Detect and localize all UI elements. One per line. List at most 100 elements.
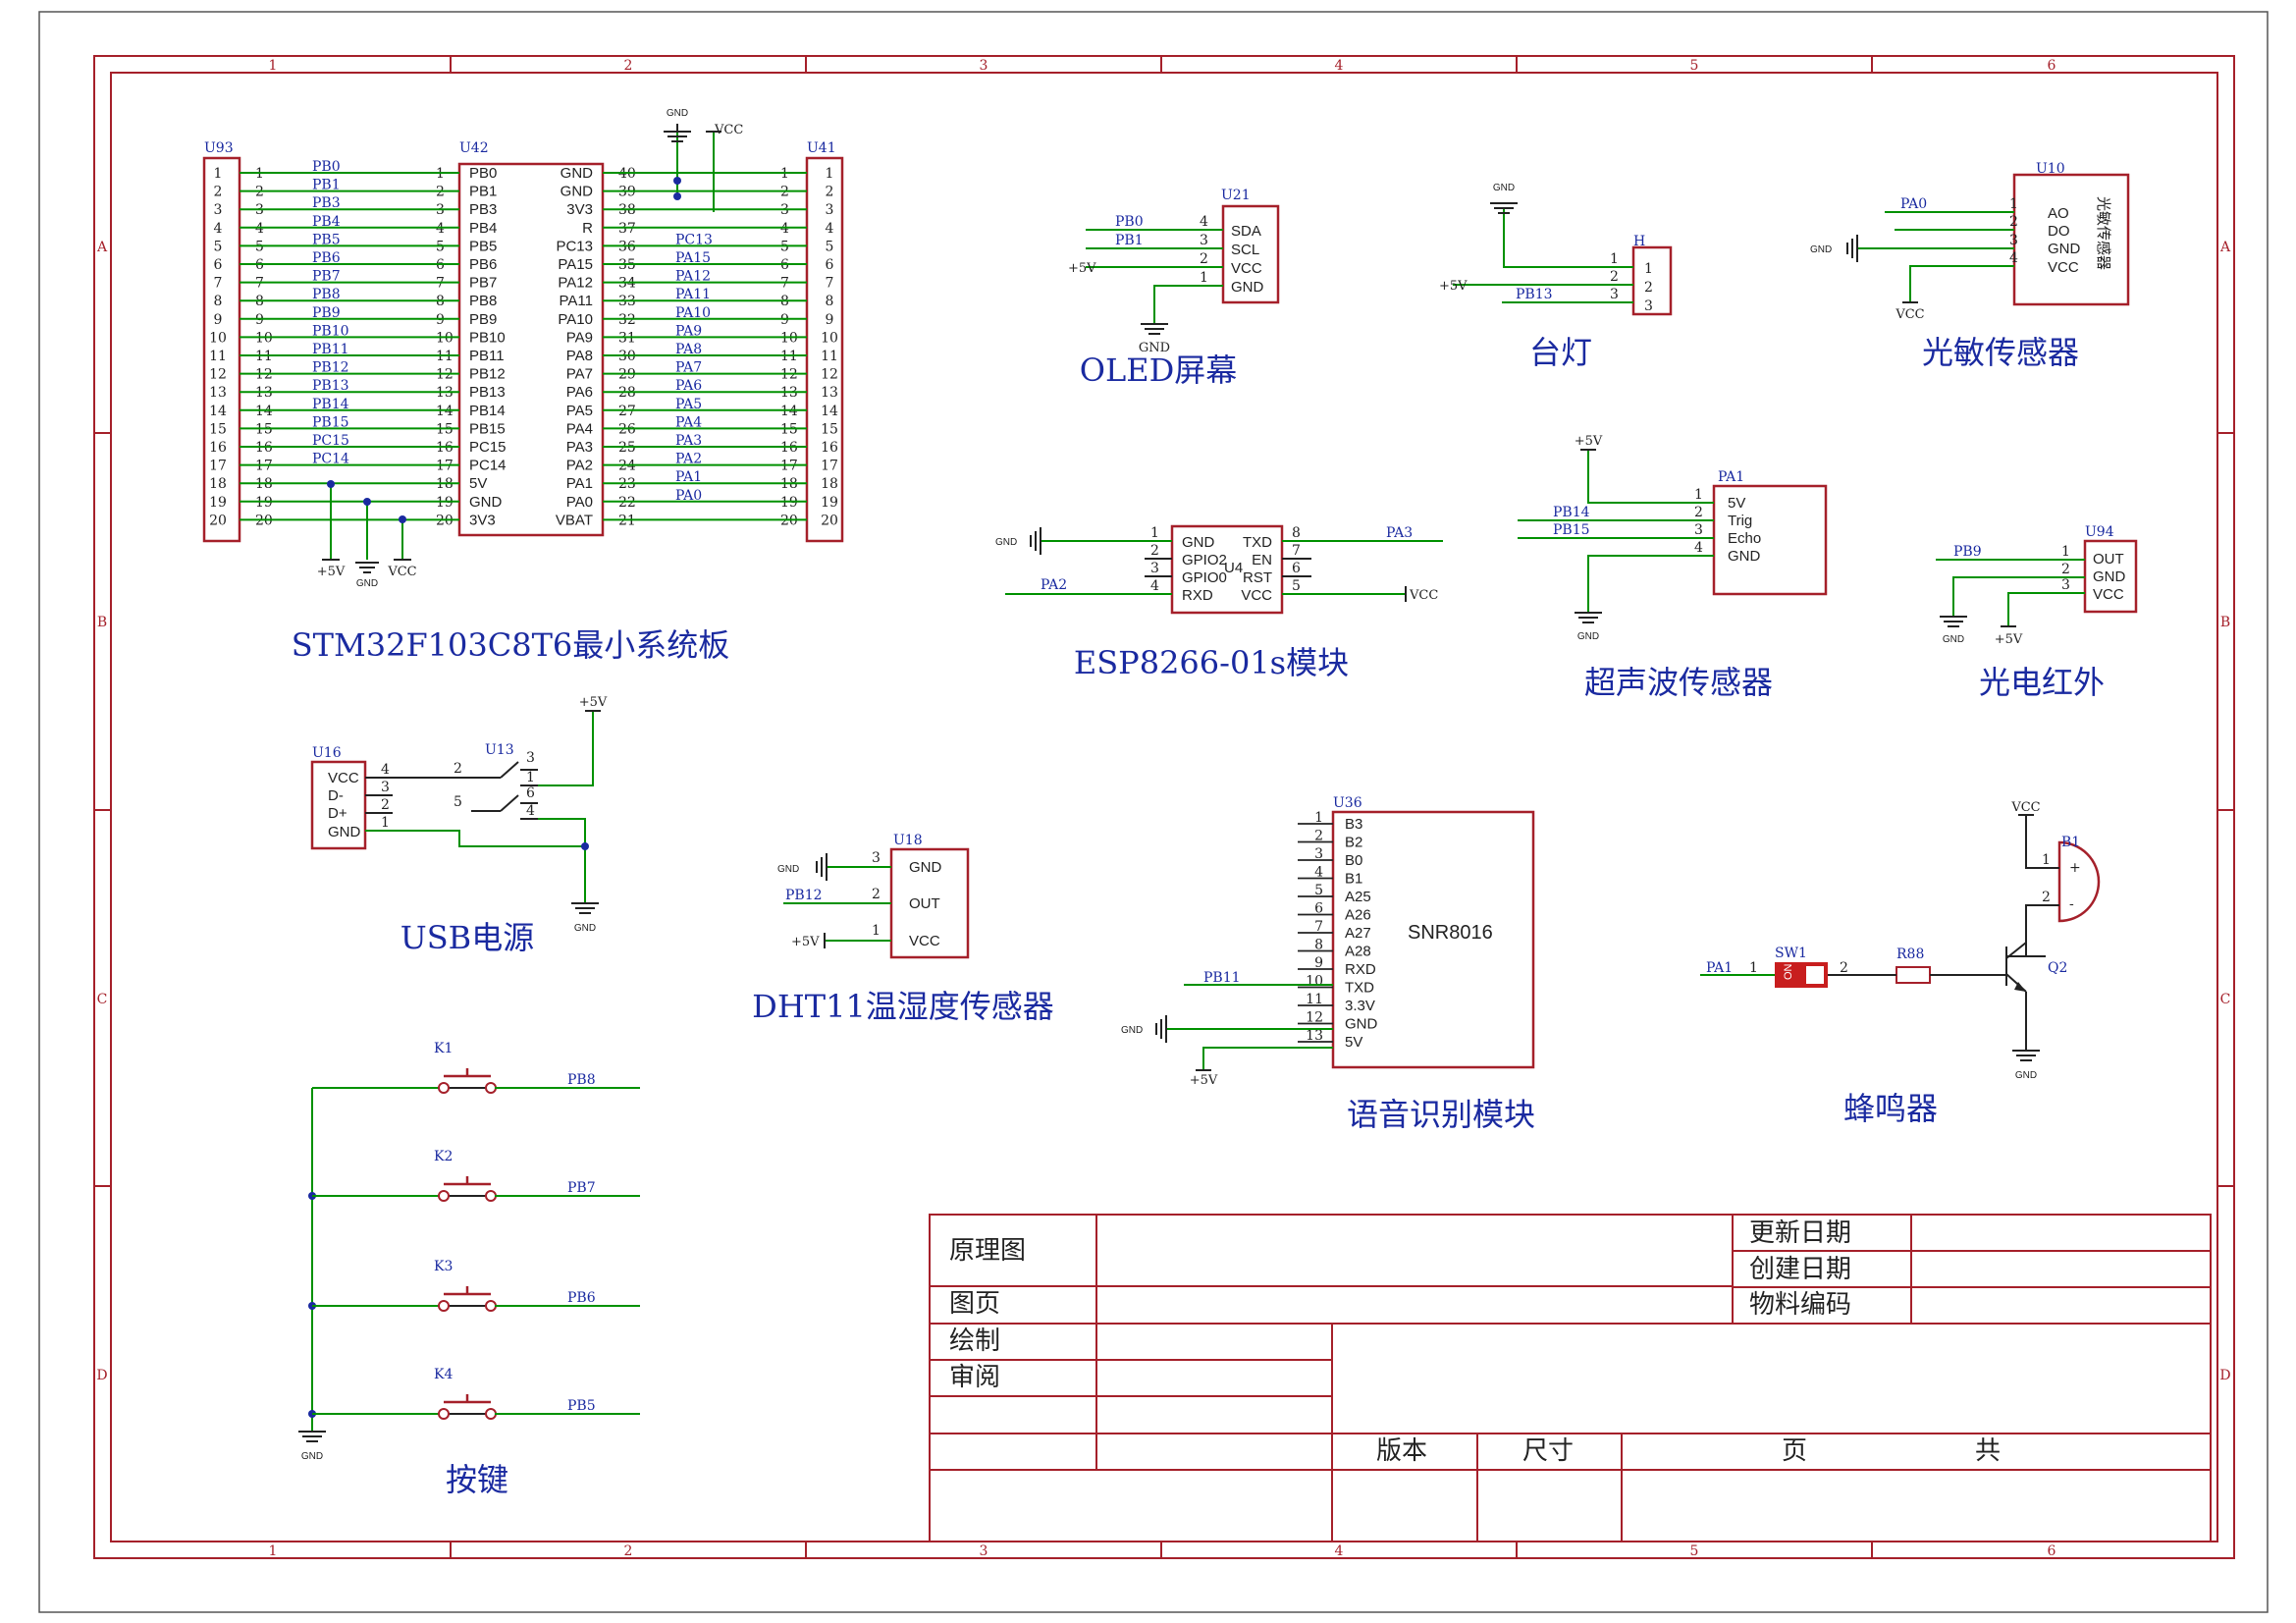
- dht-block: U18 GND OUT VCC 321 GND +5V PB12 DHT11温湿…: [752, 833, 1054, 1025]
- u16-connector[interactable]: [310, 760, 367, 850]
- esp-block: GND GPIO2 GPIO0 RXD TXD EN RST VCC U4 12…: [995, 524, 1443, 681]
- row-label: C: [2220, 992, 2231, 1007]
- net-label: PA2: [675, 452, 702, 467]
- u36-pin: 5V: [1345, 1034, 1362, 1051]
- u36-pin: TXD: [1345, 980, 1374, 997]
- u42-pin: PB7: [469, 275, 497, 292]
- svg-text:3: 3: [526, 750, 535, 766]
- key-ref: K4: [434, 1367, 453, 1382]
- svg-text:+: +: [2069, 860, 2081, 876]
- gnd-label: GND: [574, 923, 596, 934]
- net-label: PA1: [1706, 960, 1733, 976]
- sheet-border: [38, 11, 2269, 1613]
- u42-pin: PB3: [469, 201, 497, 218]
- u93-pin-num: 18: [209, 476, 227, 492]
- u41-header[interactable]: [805, 156, 844, 543]
- u41-pin-num: 3: [826, 202, 834, 218]
- svg-text:3: 3: [2009, 233, 2018, 248]
- col-label: 2: [624, 58, 633, 74]
- u10-pin: GND: [2048, 241, 2081, 257]
- u10-pin: VCC: [2048, 259, 2079, 276]
- row-label: A: [96, 240, 108, 255]
- svg-text:3: 3: [1644, 298, 1653, 314]
- tb-size: 尺寸: [1522, 1436, 1574, 1466]
- u42-pin: PA3: [566, 439, 593, 456]
- net-label: PB11: [1203, 970, 1241, 986]
- u16-pin: D-: [328, 787, 344, 804]
- u93-header[interactable]: [202, 156, 241, 543]
- u41-pin-num: 18: [821, 476, 838, 492]
- u42-pin: PA4: [566, 420, 593, 437]
- u41-pin-num: 5: [826, 239, 834, 254]
- stm32-title: STM32F103C8T6最小系统板: [292, 626, 730, 664]
- net-label: PB5: [567, 1398, 596, 1414]
- svg-text:4: 4: [1694, 540, 1703, 556]
- col-label: 6: [2048, 1543, 2056, 1559]
- u36-module[interactable]: [1331, 810, 1535, 1069]
- u21-num: 4: [1200, 214, 1208, 230]
- col-label: 6: [2048, 58, 2056, 74]
- frame-ticks: [94, 56, 2234, 1558]
- pa1-ref: PA1: [1718, 469, 1744, 485]
- key-ref: K1: [434, 1041, 453, 1056]
- u42-pin: PB0: [469, 165, 497, 182]
- b1-buzzer[interactable]: [2057, 840, 2101, 923]
- tb-drawn: 绘制: [949, 1326, 1000, 1356]
- h-connector[interactable]: [1631, 245, 1673, 316]
- u21-chip[interactable]: [1221, 204, 1280, 304]
- gnd-label: GND: [1943, 634, 1964, 645]
- u93-pin-num: 6: [214, 257, 223, 273]
- u10-pin: DO: [2048, 223, 2070, 240]
- u41-pin-num: 17: [821, 459, 838, 474]
- u41-pin-num: 10: [821, 330, 838, 346]
- u18-sensor[interactable]: [889, 847, 970, 959]
- u42-ref: U42: [459, 140, 489, 156]
- gnd-label: GND: [1577, 631, 1599, 642]
- net-label: PA0: [675, 488, 702, 504]
- u10-ref: U10: [2036, 161, 2065, 177]
- ultrasonic-pin: 5V: [1728, 495, 1745, 512]
- esp-module[interactable]: [1170, 524, 1284, 615]
- ultrasonic-title: 超声波传感器: [1584, 664, 1773, 701]
- esp-ref: U4: [1224, 560, 1243, 576]
- net-label: PB11: [312, 342, 349, 357]
- u36-pin: B3: [1345, 816, 1362, 833]
- ultrasonic-module[interactable]: [1712, 484, 1828, 596]
- u41-pin-num: 7: [826, 276, 834, 292]
- gnd-label: GND: [1810, 244, 1832, 255]
- net-label: PB1: [312, 178, 341, 193]
- svg-text:5: 5: [454, 794, 462, 810]
- vcc-label: VCC: [714, 123, 743, 137]
- col-label: 2: [624, 1543, 633, 1559]
- u94-module[interactable]: [2083, 539, 2138, 614]
- u36-pin: A25: [1345, 889, 1371, 905]
- u36-pin-num: 13: [1306, 1028, 1323, 1044]
- keys-title: 按键: [446, 1461, 508, 1498]
- u93-pin-num: 16: [209, 440, 227, 456]
- net-label: PB3: [312, 195, 341, 211]
- u42-pin: 5V: [469, 475, 487, 492]
- net-label: PB15: [312, 414, 349, 430]
- u41-ref: U41: [807, 140, 836, 156]
- ultrasonic-pin: Echo: [1728, 530, 1761, 547]
- u36-pin: A27: [1345, 925, 1371, 942]
- u41-pin-num: 9: [826, 312, 834, 328]
- u16-pin: VCC: [328, 770, 359, 786]
- u10-module[interactable]: [2012, 173, 2130, 306]
- net-label: PB15: [1553, 522, 1590, 538]
- u93-pin-num: 3: [214, 202, 223, 218]
- net-label: PB5: [312, 232, 341, 247]
- u42-chip[interactable]: [457, 162, 605, 537]
- u21-pin: VCC: [1231, 260, 1262, 277]
- svg-text:2: 2: [2009, 214, 2018, 230]
- u36-pin-num: 9: [1314, 955, 1323, 971]
- u18-pin: OUT: [909, 895, 940, 912]
- svg-text:1: 1: [526, 770, 535, 785]
- r88-resistor[interactable]: [1896, 966, 1931, 984]
- u93-pin-num: 19: [209, 495, 227, 511]
- row-label: A: [2219, 240, 2231, 255]
- u41-pin-num: 1: [826, 166, 834, 182]
- u36-pin-num: 1: [1314, 810, 1323, 826]
- net-label: PA7: [675, 360, 702, 376]
- u10-pin: AO: [2048, 205, 2069, 222]
